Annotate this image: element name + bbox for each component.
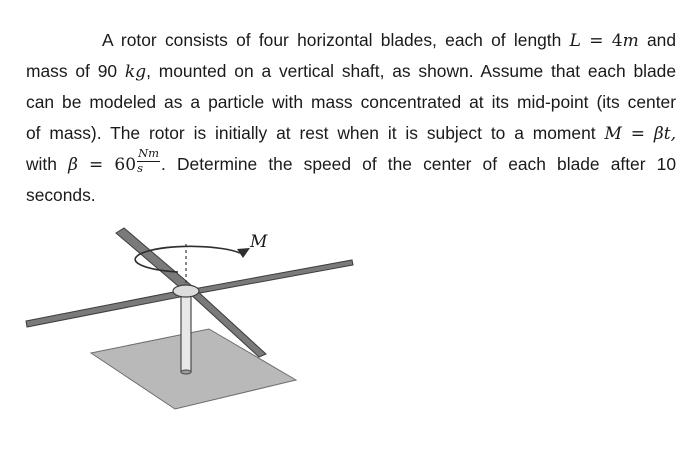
problem-line-1: A rotor consists of four horizontal blad… bbox=[102, 30, 676, 51]
blade-left bbox=[25, 289, 186, 328]
problem-line-6: seconds. bbox=[26, 185, 96, 206]
problem-line-3: can be modeled as a particle with mass c… bbox=[26, 92, 676, 113]
rotor-hub bbox=[172, 284, 200, 298]
blade-right bbox=[187, 259, 354, 296]
problem-line-2: mass of 90 kg, mounted on a vertical sha… bbox=[26, 61, 676, 83]
moment-arrow bbox=[134, 245, 241, 273]
blade-back bbox=[115, 227, 193, 292]
ground-plate bbox=[89, 328, 298, 410]
problem-line-4: of mass). The rotor is initially at rest… bbox=[26, 122, 676, 144]
beta-symbol: β bbox=[68, 154, 78, 175]
problem-statement: A rotor consists of four horizontal blad… bbox=[26, 25, 676, 210]
vertical-shaft bbox=[180, 291, 192, 373]
moment-label: M bbox=[249, 232, 268, 252]
moment-symbol: M bbox=[604, 123, 622, 144]
moment-arrowhead-icon bbox=[237, 248, 250, 258]
mass-unit: kg bbox=[124, 62, 147, 83]
length-symbol: L bbox=[569, 31, 581, 51]
